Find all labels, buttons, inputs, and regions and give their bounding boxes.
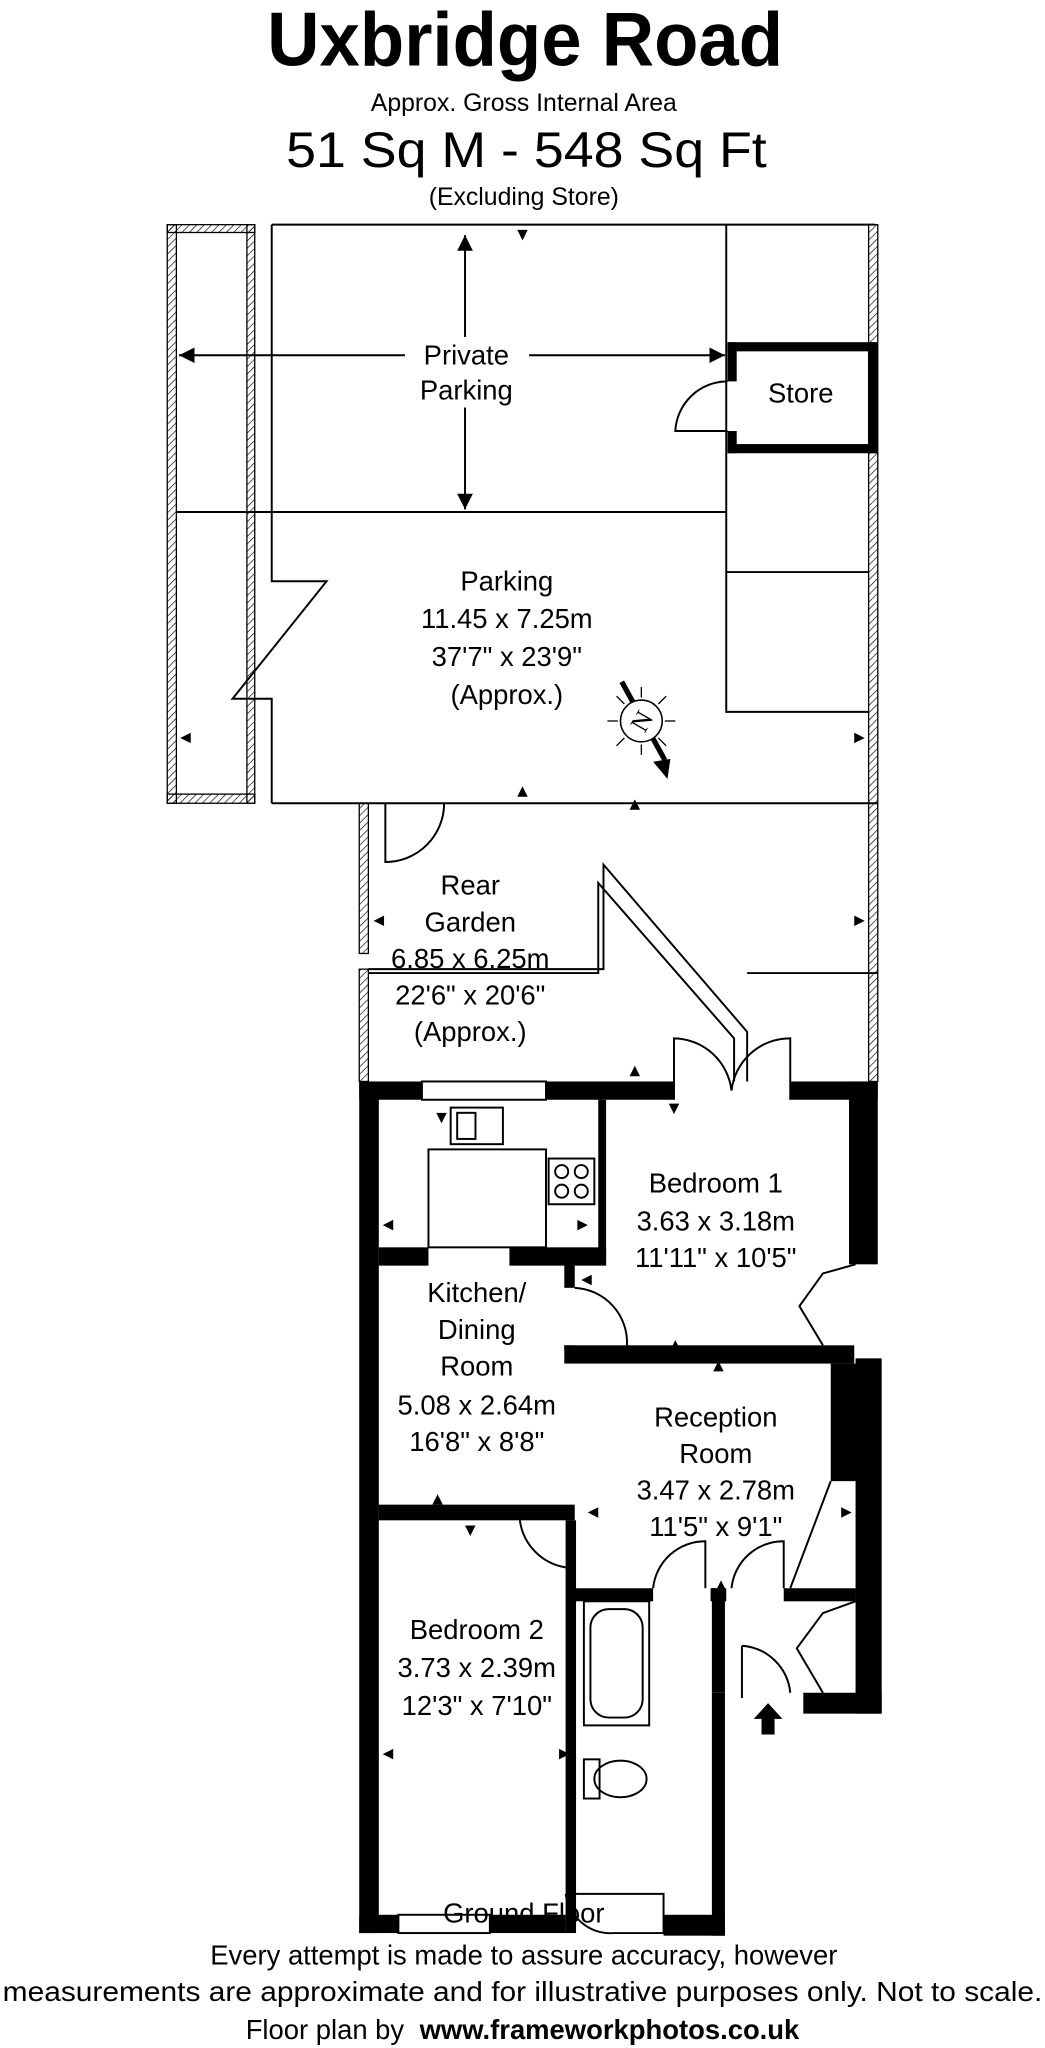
area-note: (Excluding Store) — [429, 184, 619, 211]
kitchen-name-3: Room — [440, 1350, 513, 1381]
total-area: 51 Sq M - 548 Sq Ft — [286, 122, 767, 178]
reception-name: Reception — [654, 1401, 777, 1432]
kitchen-name: Kitchen/ — [427, 1277, 526, 1308]
bedroom1-imperial: 11'11" x 10'5" — [635, 1242, 796, 1273]
kitchen-metric: 5.08 x 2.64m — [398, 1390, 556, 1421]
parking-name: Parking — [460, 565, 553, 596]
private-parking-label: Private — [424, 339, 509, 370]
garden-imperial: 22'6" x 20'6" — [395, 979, 545, 1010]
garden-name: Rear — [441, 870, 500, 901]
reception-name-2: Room — [679, 1438, 752, 1469]
disclaimer-line-1: Every attempt is made to assure accuracy… — [210, 1939, 837, 1970]
reception-imperial: 11'5" x 9'1" — [649, 1511, 782, 1542]
parking-metric: 11.45 x 7.25m — [421, 603, 593, 634]
parking-area — [166, 223, 879, 810]
credit-line: Floor plan by www.frameworkphotos.co.uk — [246, 2014, 800, 2045]
reception-metric: 3.47 x 2.78m — [637, 1474, 795, 1505]
bedroom2-imperial: 12'3" x 7'10" — [402, 1690, 552, 1721]
garden-name-2: Garden — [425, 906, 516, 937]
floor-label: Ground Floor — [443, 1898, 604, 1929]
garden-metric: 6.85 x 6.25m — [391, 943, 549, 974]
parking-imperial: 37'7" x 23'9" — [432, 641, 582, 672]
north-compass-icon: N — [607, 680, 676, 779]
bedroom2-metric: 3.73 x 2.39m — [398, 1652, 556, 1683]
credit-url[interactable]: www.frameworkphotos.co.uk — [419, 2014, 800, 2045]
credit-prefix: Floor plan by — [246, 2014, 405, 2045]
private-parking-label-2: Parking — [420, 375, 513, 406]
store-room — [674, 342, 878, 454]
disclaimer-line-2: measurements are approximate and for ill… — [3, 1976, 1043, 2007]
bedroom2-name: Bedroom 2 — [410, 1614, 544, 1645]
area-label: Approx. Gross Internal Area — [371, 90, 677, 117]
bedroom1-metric: 3.63 x 3.18m — [637, 1205, 795, 1236]
parking-note: (Approx.) — [450, 679, 563, 710]
plan-title: Uxbridge Road — [267, 0, 783, 82]
bedroom1-name: Bedroom 1 — [649, 1167, 783, 1198]
kitchen-name-2: Dining — [438, 1314, 516, 1345]
kitchen-imperial: 16'8" x 8'8" — [409, 1426, 544, 1457]
house-walls — [359, 1080, 882, 1936]
rear-garden — [358, 802, 879, 1083]
garden-note: (Approx.) — [414, 1016, 527, 1047]
fixtures — [382, 1037, 856, 1935]
store-label: Store — [768, 377, 834, 408]
